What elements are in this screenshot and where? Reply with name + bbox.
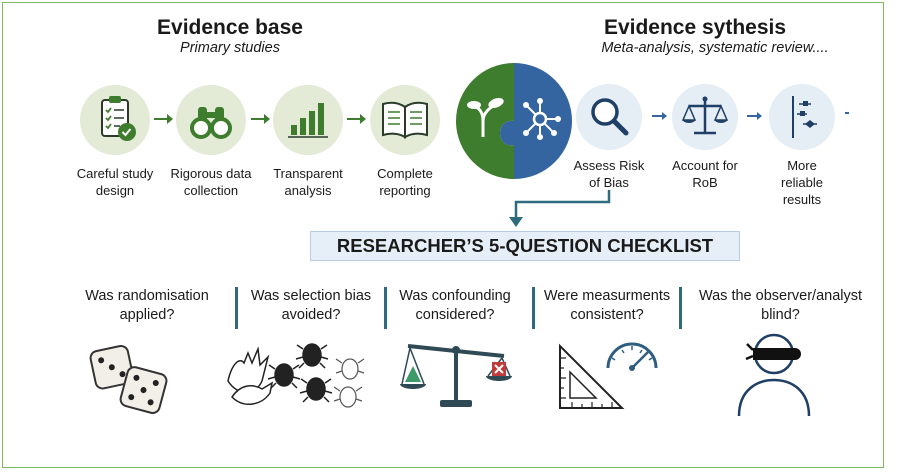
arrow-right-icon [347, 114, 366, 124]
step-circle [672, 84, 738, 150]
step-circle [576, 84, 642, 150]
arrow-right-icon [652, 112, 667, 120]
magnifier-icon [591, 98, 629, 136]
step-circle [370, 85, 440, 155]
step-circle [80, 85, 150, 155]
question-selection-bias: Was selection bias avoided? [250, 288, 372, 323]
arrow-right-icon [251, 114, 270, 124]
step-label-design: Careful study design [76, 166, 154, 198]
arrow-right-icon [154, 114, 173, 124]
evidence-synthesis-subtitle: Meta-analysis, systematic review.... [601, 40, 829, 56]
puzzle-link-icon [456, 63, 572, 179]
step-label-assess-rob: Assess Risk of Bias [573, 158, 645, 190]
evidence-base-title: Evidence base [157, 16, 303, 39]
divider [235, 287, 238, 329]
evidence-base-subtitle: Primary studies [180, 40, 280, 56]
trailing-dash [845, 112, 849, 114]
question-blinding: Was the observer/analyst blind? [698, 288, 863, 323]
connector-arrow-icon [509, 190, 611, 227]
step-label-reliable-results: More reliable results [781, 158, 823, 207]
hands-and-beetles-icon [227, 343, 365, 408]
divider [384, 287, 387, 329]
step-circle [273, 85, 343, 155]
unbalanced-scale-icon [400, 344, 512, 407]
step-circle [176, 85, 246, 155]
checklist-title: RESEARCHER’S 5-QUESTION CHECKLIST [310, 231, 740, 261]
step-label-collection: Rigorous data collection [170, 166, 252, 198]
step-label-account-rob: Account for RoB [672, 158, 738, 190]
dice-icon [89, 344, 168, 414]
forest-plot-icon [792, 96, 817, 138]
question-randomisation: Was randomisation applied? [85, 288, 209, 323]
ruler-gauge-icon [559, 342, 658, 409]
question-measurements: Were measurments consistent? [543, 288, 671, 323]
clipboard-check-icon [101, 96, 136, 141]
arrow-right-icon [747, 112, 762, 120]
step-circle [769, 84, 835, 150]
bar-chart-icon [288, 103, 328, 138]
step-label-analysis: Transparent analysis [273, 166, 343, 198]
divider [679, 287, 682, 329]
step-label-reporting: Complete reporting [377, 166, 433, 198]
evidence-synthesis-title: Evidence sythesis [603, 16, 787, 39]
frame-border [2, 2, 884, 468]
divider [532, 287, 535, 329]
scales-icon [681, 96, 729, 135]
binoculars-icon [190, 107, 232, 139]
blindfolded-person-icon [737, 333, 811, 417]
question-confounding: Was confounding considered? [399, 288, 511, 323]
open-book-icon [382, 101, 428, 139]
